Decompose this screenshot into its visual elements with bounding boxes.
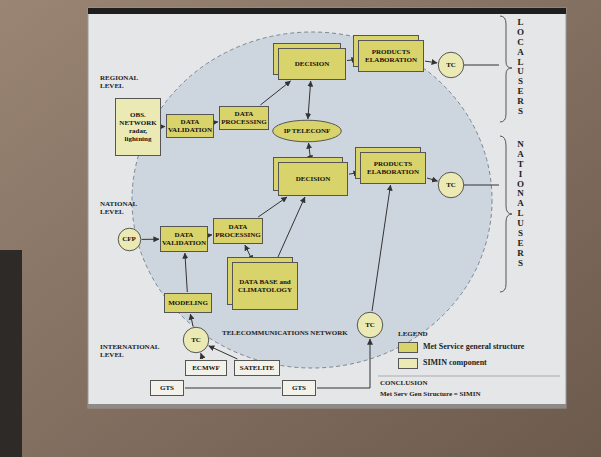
node-text: DECISION [296,175,331,183]
users-label: NATIONAL USERS [516,140,525,269]
connector-arrow [245,245,253,261]
users-label: LOCAL USERS [516,18,525,117]
local-users-bracket [500,16,512,122]
connector-arrow [215,121,218,122]
shape-outline [438,52,463,77]
node-text: ECMWF [192,364,220,372]
node-text: SATELITE [240,364,275,372]
tc-circle: TC [183,327,209,353]
connector-arrow [347,59,357,60]
conclusion-rule [378,376,560,377]
decision-box: DECISION [278,48,346,80]
level-label: INTERNATIONAL LEVEL [100,343,162,359]
screen-bottom-bar [88,404,566,408]
level-label: NATIONAL LEVEL [100,200,144,216]
connector-arrow [309,143,311,161]
modeling-box: MODELING [164,293,212,313]
shape-outline [118,228,141,251]
connector-arrow [185,388,281,389]
process-box: DATA VALIDATION [160,226,208,252]
node-text: PRODUCTS ELABORATION [362,48,420,64]
connector-arrow [425,61,437,63]
connector-arrow [209,234,212,235]
node-text: DATA BASE and CLIMATOLOGY [236,278,294,294]
conclusion-heading: CONCLUSION [380,379,500,387]
connector-arrow [308,81,311,119]
process-box: DATA VALIDATION [166,114,214,138]
connector-arrow [276,197,305,261]
process-box: DATA PROCESSING [219,106,269,130]
connector-arrow [201,353,203,359]
node-text: CFP [122,235,136,243]
legend-swatch [398,342,418,353]
connector-arrow [162,126,165,127]
tc-to-local-users-line [464,65,499,66]
connector-arrow [260,81,290,105]
screen-top-bar [88,8,566,14]
legend-swatch [398,358,418,369]
database-box: DATA BASE and CLIMATOLOGY [232,262,298,310]
tc-circle: TC [438,172,464,198]
legend-text: SIMIN component [423,359,543,368]
node-text: DECISION [295,60,330,68]
node-text: TC [365,321,375,329]
conclusion-text: Met Serv Gen Structure = SIMIN [380,390,558,398]
connector-arrow [349,173,359,174]
shape-outline [357,312,382,337]
decision-box: DECISION [278,162,348,196]
node-text: GTS [292,384,306,392]
tc-to-national-users-line [464,185,499,186]
connector-arrow [142,239,160,240]
node-text: PRODUCTS ELABORATION [364,160,422,176]
node-text: OBS. NETWORK radar, lightning [119,111,157,143]
connector-arrow [427,178,438,181]
connector-arrow [209,346,238,359]
connector-arrow [317,339,370,388]
observation-network-box: OBS. NETWORK radar, lightning [115,98,161,156]
level-label: REGIONAL LEVEL [100,74,144,90]
legend-row: Met Service general structure [398,342,543,353]
projection-screen [88,8,566,408]
node-text: IP TELECONF [284,127,331,135]
national-users-bracket [500,136,512,292]
legend-heading: LEGEND [398,330,458,338]
legend-text: Met Service general structure [423,343,543,352]
dashed-network-ellipse [132,32,492,368]
node-text: TC [191,336,201,344]
node-text: TC [446,181,456,189]
process-box: DATA PROCESSING [213,218,263,244]
node-text: DATA VALIDATION [168,118,212,134]
connector-arrow [185,253,187,292]
node-text: DATA PROCESSING [221,110,267,126]
products-box: PRODUCTS ELABORATION [360,152,426,184]
node-text: GTS [160,384,174,392]
source-box: SATELITE [234,360,280,376]
teleconference-ellipse: IP TELECONF [272,120,342,142]
node-text: DATA PROCESSING [215,223,261,239]
cfp-circle: CFP [118,228,141,251]
node-text: DATA VALIDATION [162,231,206,247]
tc-circle: TC [438,52,464,78]
shape-outline [438,172,463,197]
source-box: ECMWF [185,360,227,376]
connector-arrow [190,314,193,326]
legend-row: SIMIN component [398,358,543,369]
gts-box: GTS [150,380,184,396]
connector-arrow [258,197,287,217]
products-box: PRODUCTS ELABORATION [358,40,424,72]
network-label: TELECOMMUNICATIONS NETWORK [222,329,352,337]
node-text: TC [446,61,456,69]
shape-outline [183,327,208,352]
gts-box: GTS [282,380,316,396]
tc-circle: TC [357,312,383,338]
shape-outline [273,120,342,142]
node-text: MODELING [168,299,208,307]
connector-arrow [372,185,391,311]
dark-door [0,250,22,457]
